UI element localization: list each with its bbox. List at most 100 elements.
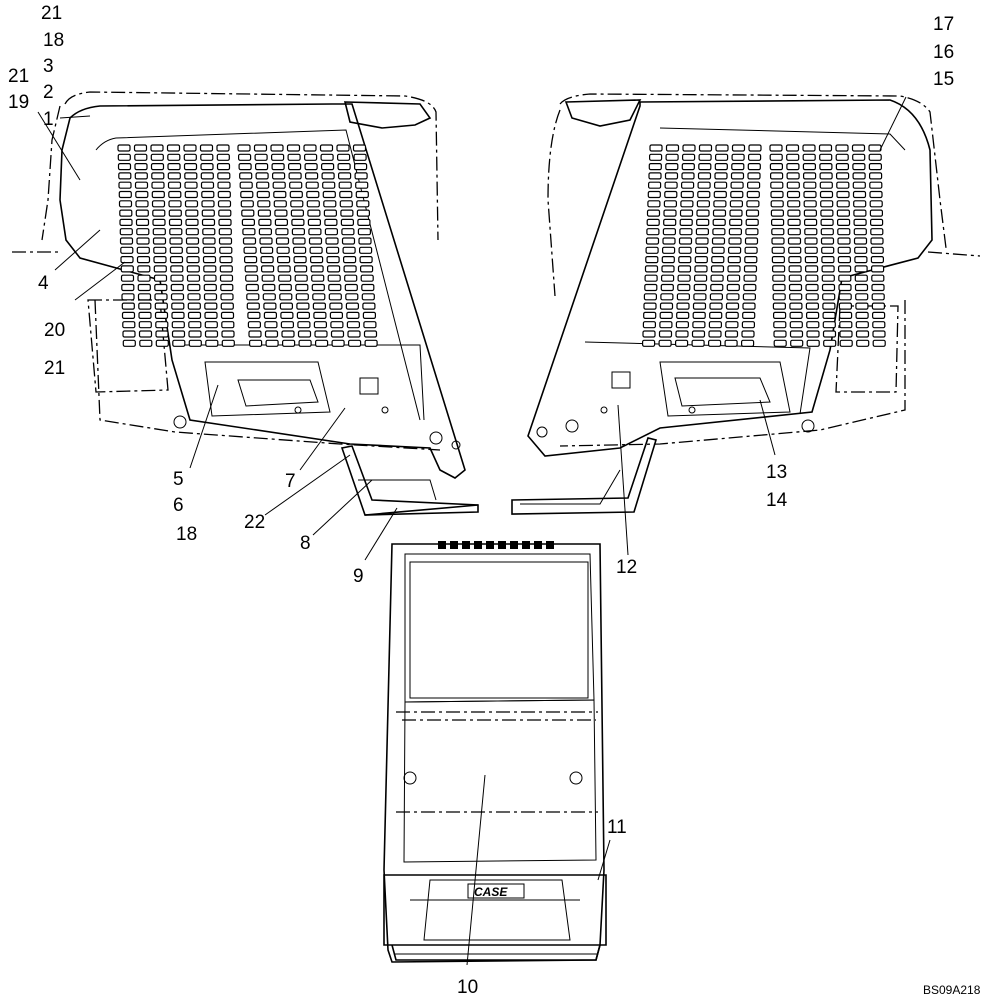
grid-cell xyxy=(170,265,184,273)
grid-cell xyxy=(290,209,304,217)
grid-cell xyxy=(169,256,184,264)
grid-cell xyxy=(358,237,372,245)
grid-cell xyxy=(728,237,742,245)
grid-cell xyxy=(692,302,707,310)
grid-cell xyxy=(122,330,136,338)
grid-cell xyxy=(342,246,356,254)
grid-cell xyxy=(677,265,692,273)
grid-cell xyxy=(308,237,323,245)
grid-cell xyxy=(869,190,883,199)
grid-cell xyxy=(726,274,741,282)
grid-cell xyxy=(855,293,869,301)
grid-cell xyxy=(137,274,151,282)
grid-cell xyxy=(852,153,866,161)
grid-cell xyxy=(788,283,803,292)
callout-21-mid: 21 xyxy=(8,66,29,87)
grid-cell xyxy=(152,218,166,226)
grid-cell xyxy=(822,293,836,301)
figure-code: BS09A218 xyxy=(923,983,981,997)
grid-cell xyxy=(296,311,310,319)
grid-cell xyxy=(326,246,340,254)
grid-cell xyxy=(712,228,726,236)
grid-cell xyxy=(837,265,852,273)
grid-cell xyxy=(362,302,376,310)
grid-cell xyxy=(770,218,785,226)
grid-cell xyxy=(674,339,689,347)
grid-cell xyxy=(137,265,151,273)
grid-cell xyxy=(154,293,168,301)
grid-cell xyxy=(788,274,802,282)
grid-cell xyxy=(802,144,816,152)
grid-cell xyxy=(836,209,851,217)
grid-cell xyxy=(305,172,319,180)
grid-cell xyxy=(770,200,784,208)
grid-cell xyxy=(853,200,867,208)
grid-cell xyxy=(219,256,233,264)
grid-cell xyxy=(743,265,758,273)
grid-cell xyxy=(742,302,756,310)
grid-cell xyxy=(836,218,851,226)
grid-cell xyxy=(122,339,136,347)
grid-cell xyxy=(256,190,270,199)
grid-cell xyxy=(771,265,786,273)
leader-lines xyxy=(37,96,907,966)
grid-cell xyxy=(675,321,690,329)
grid-cell xyxy=(134,153,148,161)
grid-cell xyxy=(237,144,251,152)
grid-cell xyxy=(341,237,356,245)
grid-cell xyxy=(660,274,675,282)
grid-cell xyxy=(820,209,834,217)
grid-cell xyxy=(201,190,215,199)
grid-cell xyxy=(838,293,852,301)
grid-cell xyxy=(155,330,169,338)
grid-cell xyxy=(249,339,263,347)
grid-cell xyxy=(771,256,786,264)
left-side-panel xyxy=(12,91,466,479)
grid-cell xyxy=(644,265,659,273)
grid-cell xyxy=(312,302,326,310)
grid-cell xyxy=(172,339,186,347)
grid-cell xyxy=(729,218,743,226)
grid-cell xyxy=(714,172,728,180)
grid-cell xyxy=(787,228,801,236)
grid-cell xyxy=(313,321,327,329)
grid-cell xyxy=(262,283,276,292)
grid-cell xyxy=(153,256,167,264)
callout-20: 20 xyxy=(44,320,65,341)
grid-cell xyxy=(789,321,803,329)
grid-cell xyxy=(679,218,693,226)
grid-cell xyxy=(745,218,759,226)
grid-cell xyxy=(725,311,739,319)
grid-cell xyxy=(839,339,853,347)
grid-cell xyxy=(818,144,833,152)
grid-cell xyxy=(696,209,710,217)
grid-cell xyxy=(647,200,661,208)
grid-cell xyxy=(871,293,885,301)
grid-cell xyxy=(804,246,818,254)
grid-cell xyxy=(296,302,310,310)
grid-cell xyxy=(355,181,369,189)
grid-cell xyxy=(258,218,272,226)
grid-cell xyxy=(648,163,662,171)
grid-cell xyxy=(303,144,317,152)
callout-8: 8 xyxy=(300,533,311,554)
grid-cell xyxy=(185,218,199,226)
grid-cell xyxy=(681,163,695,171)
grid-cell xyxy=(186,256,200,264)
grid-cell xyxy=(708,330,722,338)
grid-cell xyxy=(306,190,320,199)
grid-cell xyxy=(649,144,663,152)
grid-cell xyxy=(712,218,726,226)
grid-cell xyxy=(216,163,231,171)
grid-cell xyxy=(256,181,270,189)
grid-cell xyxy=(871,311,886,319)
grid-cell xyxy=(804,228,818,236)
grid-cell xyxy=(724,330,739,338)
grid-cell xyxy=(217,200,232,208)
grid-cell xyxy=(135,209,149,217)
grid-cell xyxy=(357,228,371,236)
grid-cell xyxy=(709,302,723,310)
grid-cell xyxy=(361,293,375,301)
grid-cell xyxy=(772,311,787,319)
grid-cell xyxy=(855,311,869,319)
